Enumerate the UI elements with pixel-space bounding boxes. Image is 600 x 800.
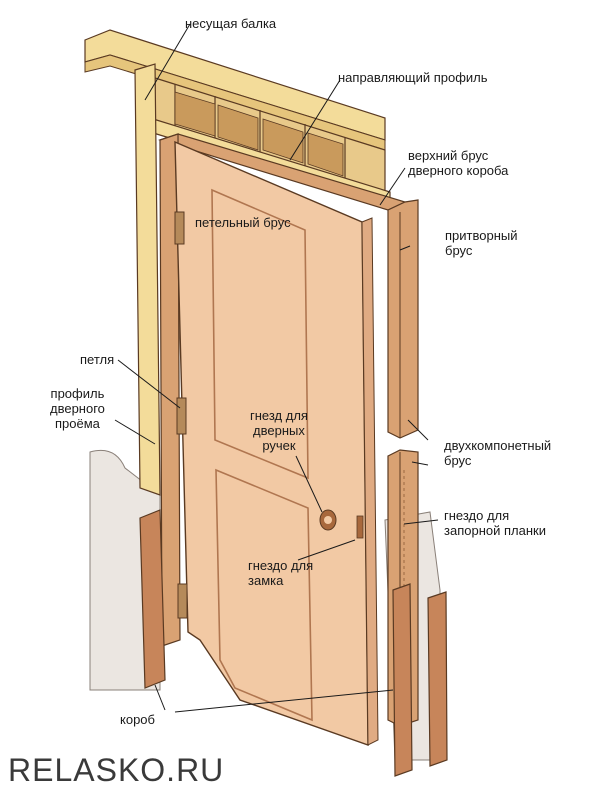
label-lock-socket: гнездо для замка [248,558,314,588]
label-hinge: петля [80,352,115,367]
label-beam: несущая балка [185,16,277,31]
casing-left [139,509,166,689]
hinge-top [174,211,185,245]
label-handle-socket: гнезд для дверных ручек [250,408,308,453]
label-guide-profile: направляющий профиль [338,70,488,85]
watermark: RELASKO.RU [8,752,225,788]
hinge-jamb [159,133,181,647]
label-strike-socket: гнездо для запорной планки [444,508,546,538]
lock-mortise [356,515,364,539]
casing-right-b [427,591,448,767]
label-hinge-bar: петельный брус [195,215,291,230]
label-rebate-bar: притворный брус [445,228,518,258]
casing-right-a [392,583,413,777]
door-panel-upper [211,188,309,480]
hinge-bottom [177,583,188,619]
leader-lines [114,23,439,713]
door-edge [361,217,379,746]
label-frame: короб [120,712,155,727]
label-opening-profile: профиль дверного проёма [50,386,105,431]
hinge-mid [176,397,187,435]
opening-profile-stud [134,63,161,496]
door-panel-lower [215,468,313,722]
label-top-bar: верхний брус дверного короба [408,148,509,178]
rebate-jamb-upper [387,199,419,439]
label-two-part-bar: двухкомпонетный брус [444,438,552,468]
